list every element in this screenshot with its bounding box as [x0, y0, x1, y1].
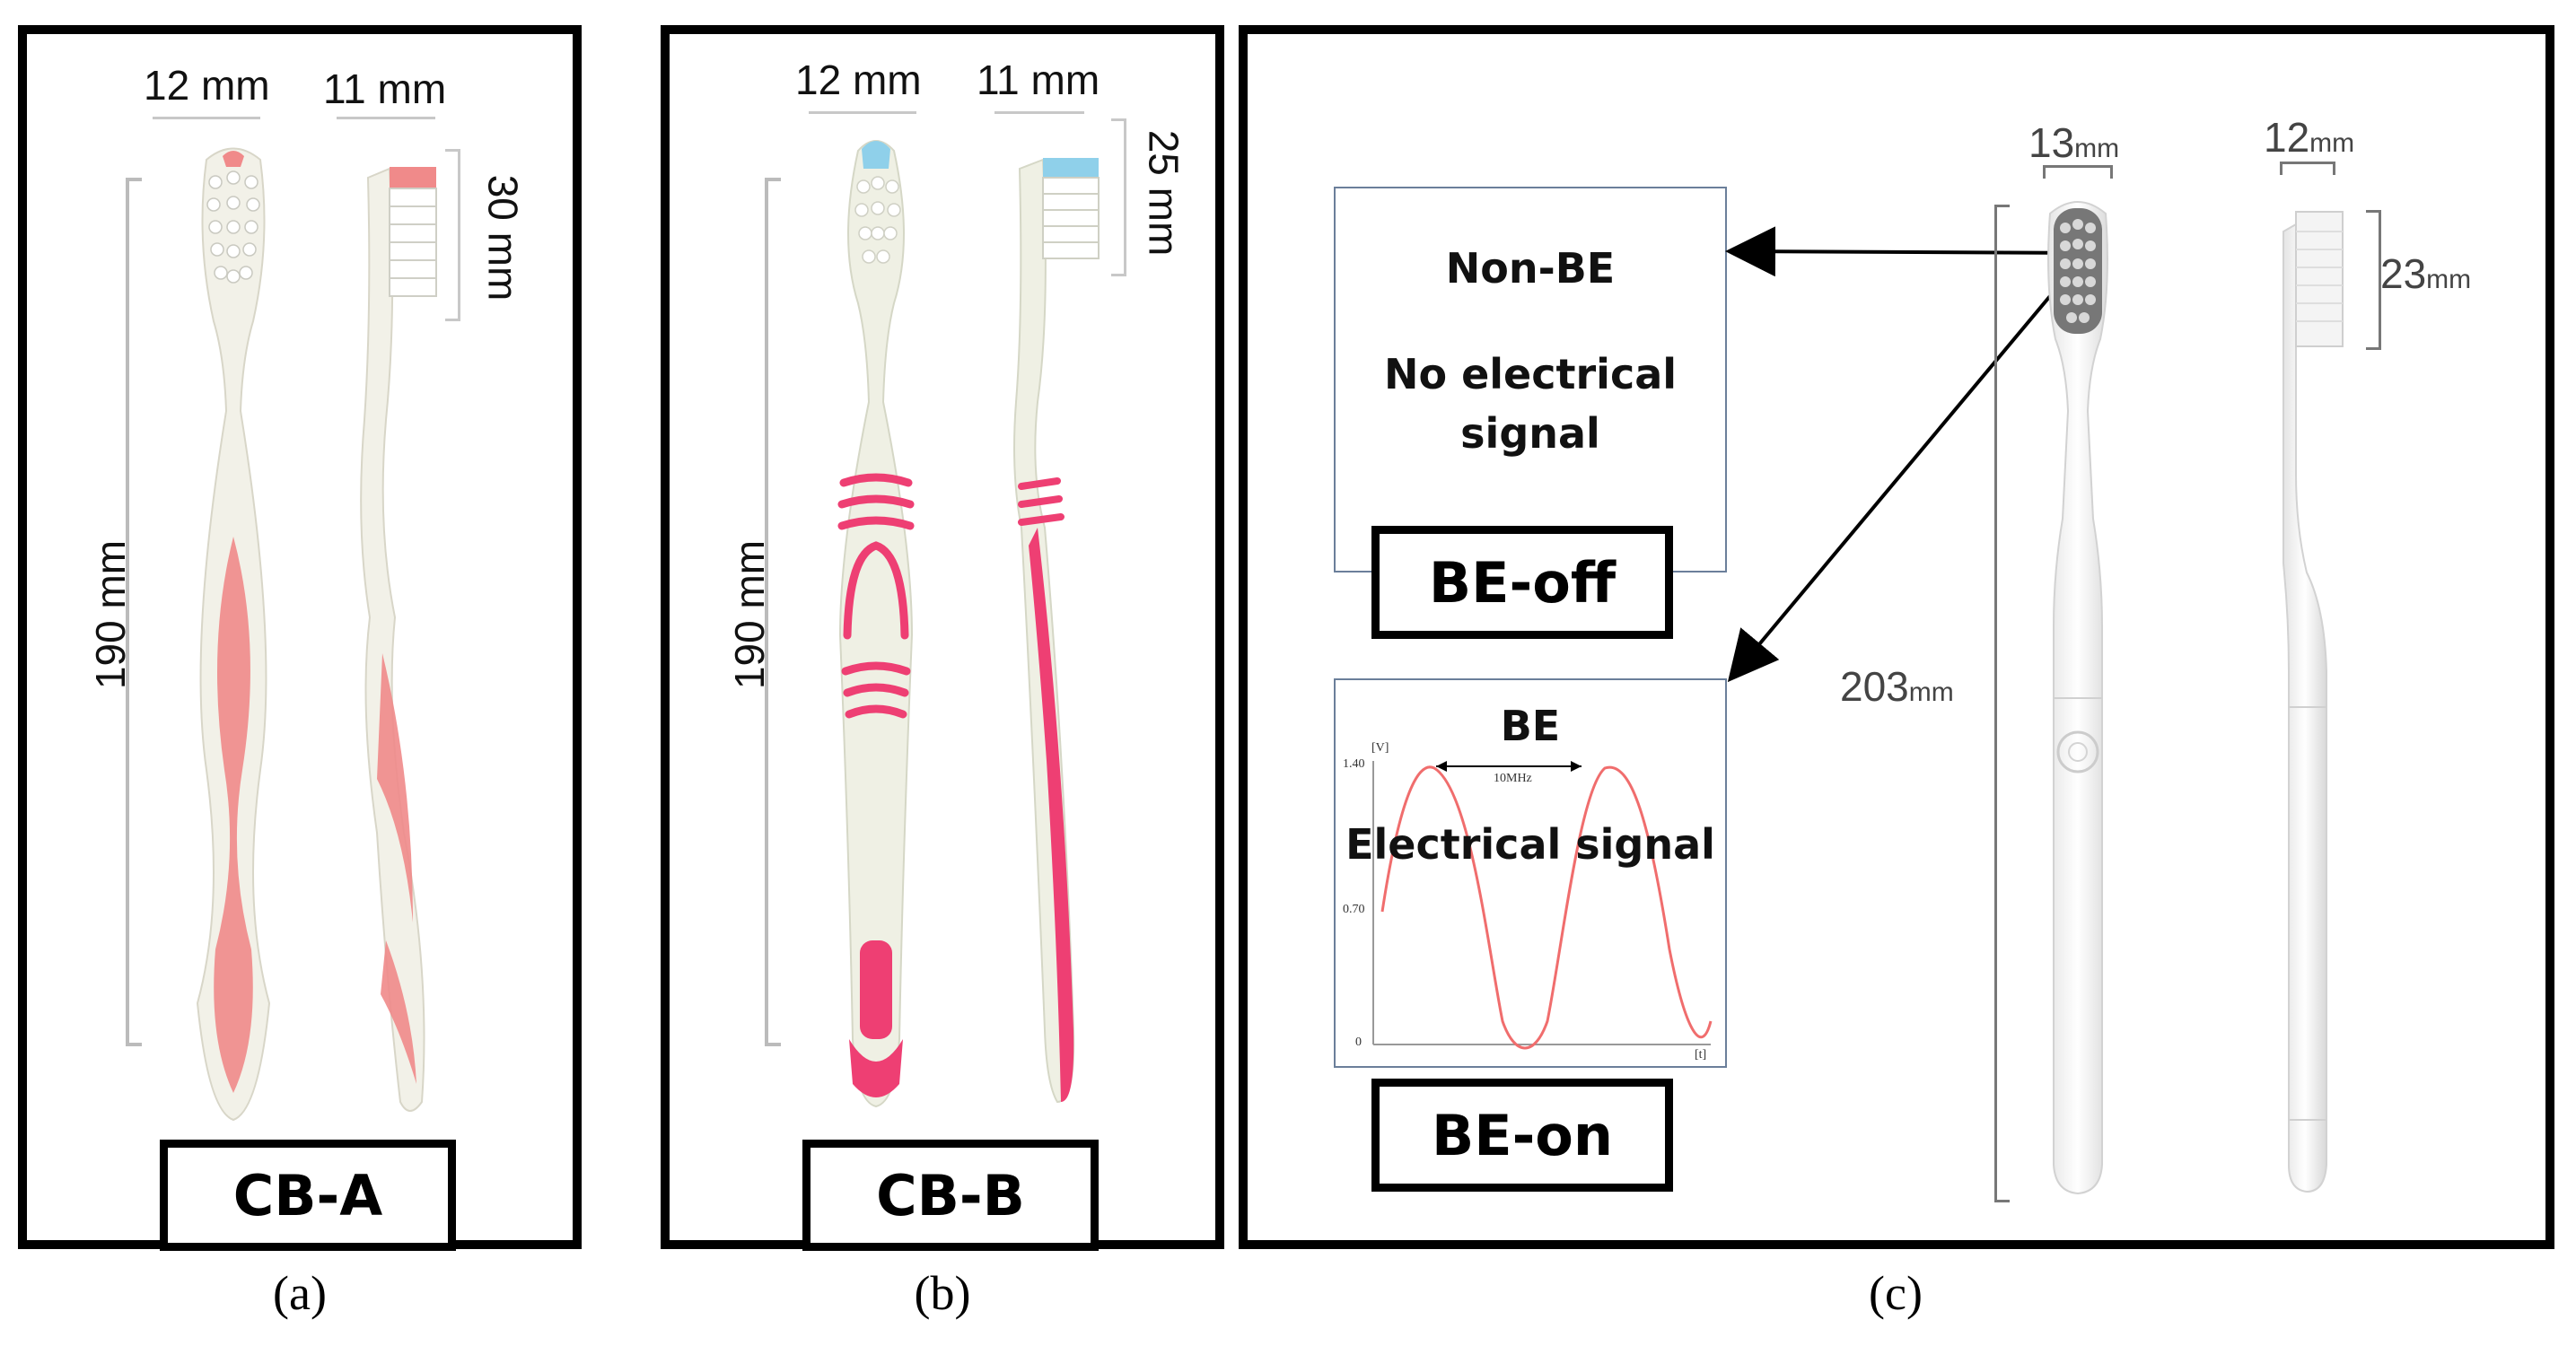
length-label: 190 mm	[726, 539, 774, 690]
side-width-label: 12mm	[2264, 114, 2355, 161]
toothbrush-b-side	[1013, 158, 1100, 1104]
side-width-label: 11 mm	[323, 66, 447, 112]
be-box: [V] 1.40 0.70 0 [t] 10MHz BE Electrical …	[1334, 678, 1727, 1068]
label-cb-b: CB-B	[802, 1140, 1099, 1251]
arrow-to-non-be	[1725, 226, 2087, 277]
y-tick-mid: 0.70	[1343, 903, 1365, 916]
toothbrush-a-side	[360, 167, 437, 1112]
non-be-title: Non-BE	[1445, 244, 1616, 293]
y-tick-zero: 0	[1355, 1036, 1362, 1049]
non-be-box: Non-BE No electrical signal	[1334, 187, 1727, 572]
bristle-height-bracket	[1111, 118, 1126, 276]
arrows	[1725, 226, 2088, 683]
length-label: 203mm	[1840, 663, 1954, 710]
caption-c: (c)	[1869, 1266, 1923, 1320]
side-width-bracket	[337, 117, 435, 128]
length-bracket	[765, 178, 781, 1046]
x-unit: [t]	[1695, 1048, 1707, 1062]
toothbrush-b-front	[837, 140, 915, 1108]
label-cb-a: CB-A	[160, 1140, 456, 1251]
head-width-bracket	[809, 111, 916, 123]
caption-b: (b)	[914, 1266, 971, 1320]
be-toothbrush-front	[2047, 201, 2108, 1195]
be-subtitle: Electrical signal	[1345, 820, 1715, 869]
bristle-height-bracket	[2366, 210, 2381, 350]
panel-b: 12 mm 11 mm 25 mm 190 mm	[661, 25, 1224, 1251]
front-width-label: 13mm	[2028, 119, 2120, 166]
bristle-height-bracket	[445, 149, 460, 321]
y-tick-top: 1.40	[1343, 757, 1365, 771]
head-width-label: 12 mm	[144, 62, 270, 109]
non-be-line-2: signal	[1460, 409, 1600, 458]
head-width-bracket	[153, 117, 260, 128]
toothbrush-a-front	[196, 147, 271, 1122]
head-width-label: 12 mm	[795, 57, 922, 103]
bristle-height-label: 30 mm	[479, 174, 527, 302]
signal-plot	[1372, 761, 1713, 1050]
caption-a: (a)	[273, 1266, 327, 1320]
bristle-height-label: 23mm	[2380, 250, 2472, 297]
length-bracket	[126, 178, 142, 1046]
label-be-on: BE-on	[1371, 1079, 1673, 1192]
panel-a: 12 mm 11 mm 30 mm 190 mm CB	[18, 25, 582, 1251]
y-unit: [V]	[1371, 741, 1389, 755]
length-bracket	[1994, 205, 2010, 1202]
arrow-to-be	[1727, 251, 2088, 683]
side-width-label: 11 mm	[977, 57, 1100, 103]
label-be-off: BE-off	[1371, 526, 1673, 639]
be-toothbrush-side	[2282, 211, 2344, 1193]
sine-wave	[1380, 765, 1713, 1050]
panel-c: Non-BE No electrical signal BE-off [V] 1…	[1239, 25, 2554, 1249]
side-width-bracket	[994, 111, 1084, 123]
side-width-bracket	[2280, 162, 2335, 175]
freq-label: 10MHz	[1494, 772, 1532, 785]
length-label: 190 mm	[87, 539, 135, 690]
be-title: BE	[1500, 702, 1561, 750]
front-width-bracket	[2043, 165, 2113, 179]
non-be-line-1: No electrical	[1383, 350, 1678, 398]
bristle-height-label: 25 mm	[1140, 129, 1187, 257]
